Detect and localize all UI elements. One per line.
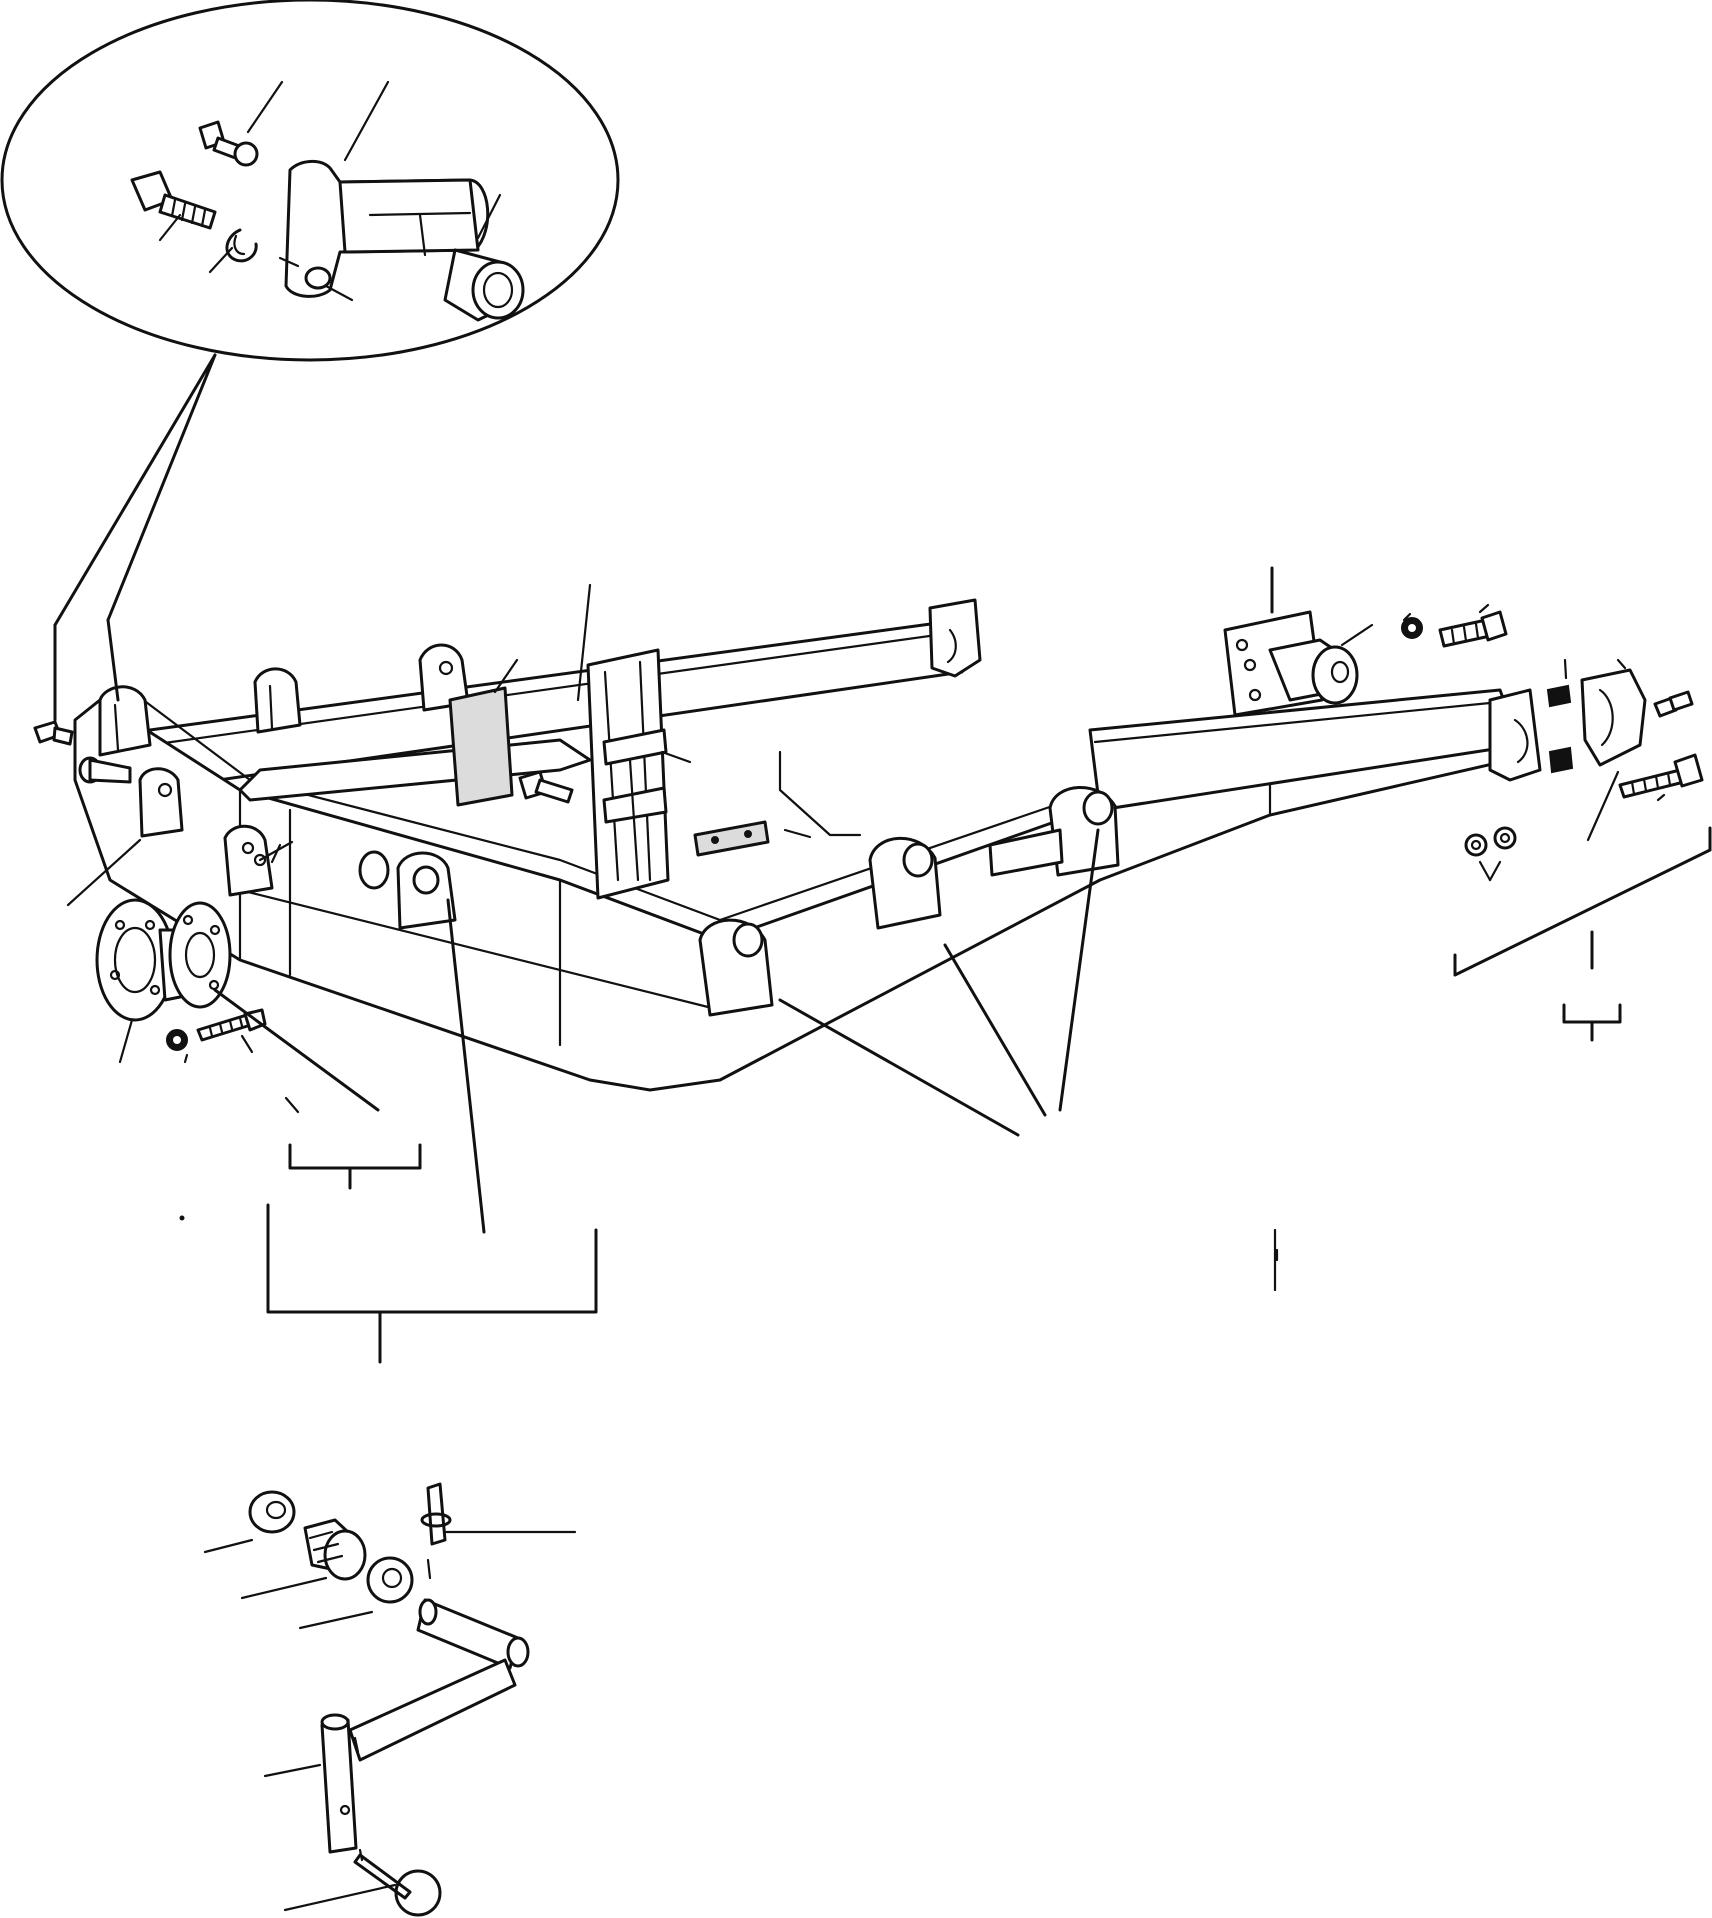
flange-assembly xyxy=(95,898,232,1022)
spacer-bolt xyxy=(518,770,574,804)
bracket-2 xyxy=(253,667,302,734)
right-grease-nipple xyxy=(1653,690,1694,718)
handle-shaft xyxy=(348,1598,530,1762)
spacer-block xyxy=(448,686,514,807)
bracket-5 xyxy=(223,824,274,897)
lynch-pin xyxy=(353,1853,442,1917)
shim-dark-1 xyxy=(1546,684,1572,708)
inset-ellipse xyxy=(0,0,620,362)
inset-pointer-lines xyxy=(53,353,217,627)
bracket-1 xyxy=(98,685,152,757)
right-nuts xyxy=(1464,826,1517,857)
stray-marks xyxy=(179,1215,1277,1292)
bracket-plate xyxy=(988,828,1064,877)
bracket-3 xyxy=(418,643,470,712)
inset-circlip xyxy=(225,228,258,263)
bracket-4 xyxy=(138,767,184,838)
shim-dark-2 xyxy=(1548,746,1574,774)
front-right-end xyxy=(1488,688,1542,782)
pivot-nut xyxy=(1401,617,1423,639)
washer-1 xyxy=(248,1490,296,1534)
inset-bolt-large xyxy=(130,170,217,230)
pivot-pin xyxy=(284,160,490,298)
pivot-bolt xyxy=(1438,610,1508,648)
bracket-6 xyxy=(396,851,457,930)
flange-bolt xyxy=(196,1008,267,1042)
right-cap xyxy=(1580,668,1647,767)
flange-nut xyxy=(166,1029,188,1051)
frame-brackets xyxy=(98,643,1120,1017)
inset-leaders xyxy=(158,80,502,302)
handle-assembly xyxy=(203,1482,577,1917)
bushing xyxy=(443,248,525,322)
inset-bolt-small xyxy=(198,120,259,167)
washer-2 xyxy=(366,1556,414,1604)
pivot-block xyxy=(1223,610,1359,717)
small-plate xyxy=(693,820,770,857)
guide-plate xyxy=(586,648,670,900)
detail-inset xyxy=(0,0,620,362)
frame-bushing xyxy=(358,850,390,890)
bracket-9 xyxy=(1048,786,1120,877)
leader-lines xyxy=(53,566,1712,1364)
spring xyxy=(303,1518,367,1581)
bracket-8 xyxy=(868,836,942,930)
grease-nipple-left xyxy=(33,720,74,746)
main-frame xyxy=(73,598,1542,1092)
cross-pin xyxy=(420,1482,452,1546)
bracket-7 xyxy=(698,918,774,1017)
right-clamp-bolt xyxy=(1618,753,1704,799)
pin-left xyxy=(78,756,132,784)
handle-grip xyxy=(320,1713,358,1854)
